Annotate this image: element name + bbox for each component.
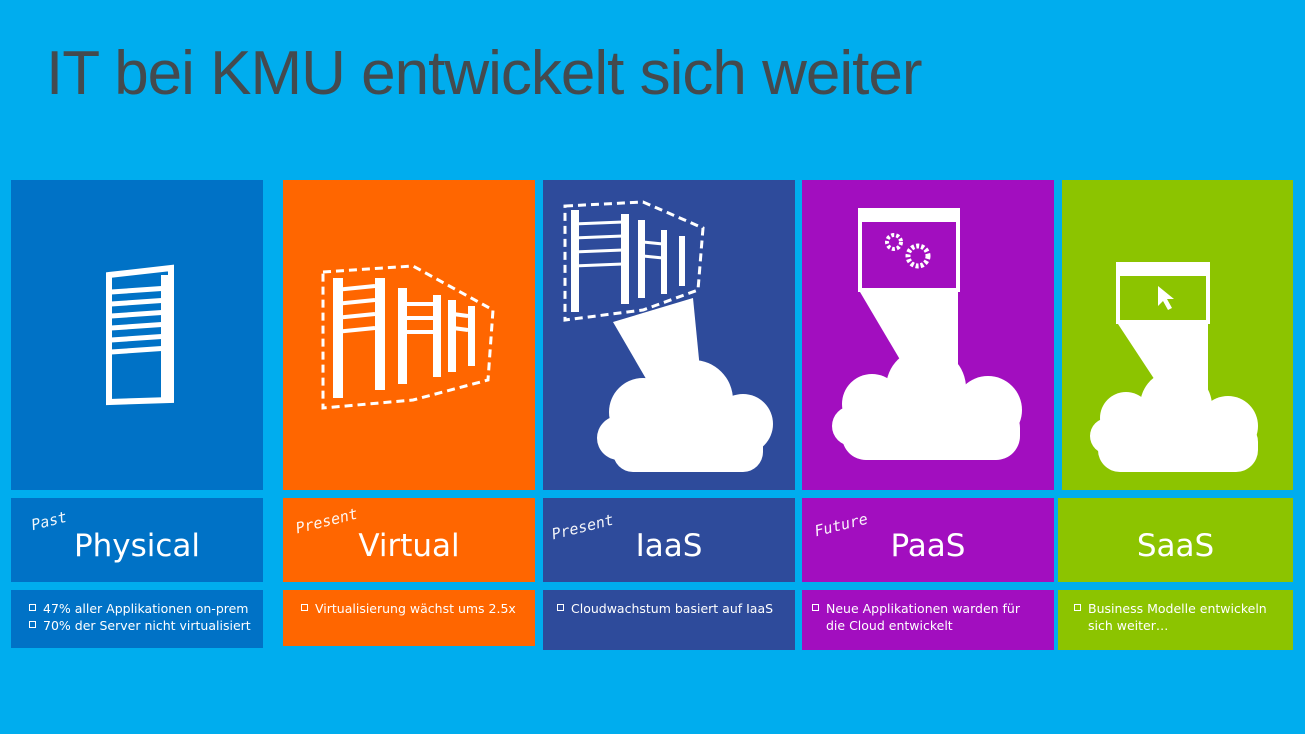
servers-to-cloud-icon	[543, 180, 795, 490]
physical-icon-tile	[11, 180, 263, 490]
iaas-icon-tile	[543, 180, 795, 490]
physical-bullet-1: 47% aller Applikationen on-prem	[29, 600, 263, 617]
virtual-icon-tile	[283, 180, 535, 490]
saas-bullet-1: Business Modelle entwickeln sich weiter…	[1074, 600, 1275, 634]
virtual-name: Virtual	[358, 528, 460, 564]
server-icon	[11, 180, 263, 490]
physical-notes: 47% aller Applikationen on-prem 70% der …	[11, 590, 263, 648]
cursor-icon	[1158, 286, 1174, 310]
paas-name: PaaS	[890, 528, 966, 564]
virtual-notes: Virtualisierung wächst ums 2.5x	[283, 590, 535, 646]
virtual-servers-icon	[283, 180, 535, 490]
saas-icon-tile	[1062, 180, 1293, 490]
paas-notes: Neue Applikationen warden für die Cloud …	[802, 590, 1054, 650]
physical-label-tile: Past Physical	[11, 498, 263, 582]
paas-icon-tile	[802, 180, 1054, 490]
physical-name: Physical	[73, 528, 201, 564]
virtual-label-tile: Present Virtual	[283, 498, 535, 582]
app-cursor-to-cloud-icon	[1062, 180, 1293, 490]
saas-notes: Business Modelle entwickeln sich weiter…	[1058, 590, 1293, 650]
iaas-bullet-1: Cloudwachstum basiert auf IaaS	[557, 600, 795, 617]
physical-bullet-2: 70% der Server nicht virtualisiert	[29, 617, 263, 634]
iaas-name: IaaS	[635, 528, 703, 564]
app-gears-to-cloud-icon	[802, 180, 1054, 490]
saas-name: SaaS	[1136, 528, 1215, 564]
slide-title: IT bei KMU entwickelt sich weiter	[46, 39, 922, 108]
paas-label-tile: Future PaaS	[802, 498, 1054, 582]
saas-label-tile: SaaS	[1058, 498, 1293, 582]
iaas-notes: Cloudwachstum basiert auf IaaS	[543, 590, 795, 650]
virtual-bullet-1: Virtualisierung wächst ums 2.5x	[301, 600, 535, 617]
iaas-label-tile: Present IaaS	[543, 498, 795, 582]
gear-icon	[885, 233, 931, 269]
paas-bullet-1: Neue Applikationen warden für die Cloud …	[812, 600, 1042, 634]
